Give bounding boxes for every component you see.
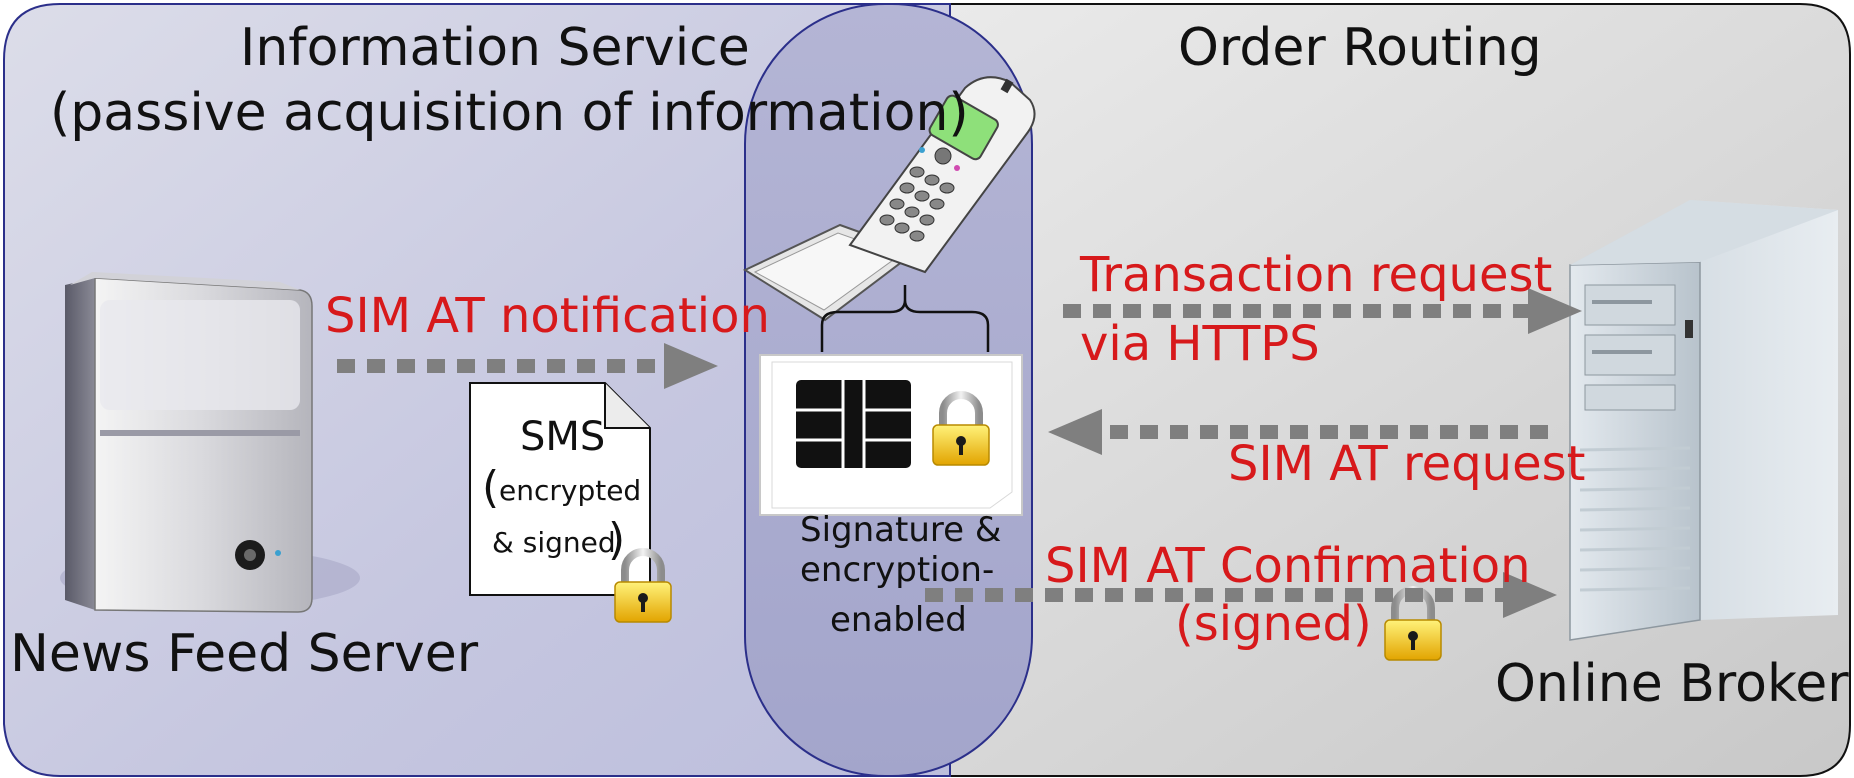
sms-note-paren-open: (: [482, 462, 500, 513]
right-region-title: Order Routing: [1178, 18, 1542, 78]
news-feed-server-label: News Feed Server: [10, 624, 479, 684]
online-broker-label: Online Broker: [1495, 654, 1849, 714]
sim-brace: [820, 285, 990, 352]
sim-request-label: SIM AT request: [1228, 436, 1586, 492]
confirmation-label-line1: SIM AT Confirmation: [1045, 538, 1531, 594]
confirmation-label-line2: (signed): [1175, 596, 1372, 652]
sim-caption-line1: Signature &: [800, 510, 1002, 550]
sms-note-line2: & signed: [492, 526, 616, 559]
confirmation-arrow: [925, 572, 1557, 618]
notification-arrow: [337, 343, 718, 389]
left-region-title: Information Service: [240, 18, 750, 78]
sms-note-paren-close: ): [608, 514, 626, 565]
transaction-label-line2: via HTTPS: [1080, 316, 1320, 372]
sms-note-title: SMS: [520, 414, 606, 460]
mobile-phone-icon: [742, 76, 1036, 322]
transaction-arrow: [1063, 288, 1582, 334]
online-broker-icon: [1569, 200, 1838, 641]
transaction-label-line1: Transaction request: [1080, 247, 1553, 303]
sms-note-icon: [469, 382, 651, 596]
sim-request-arrow: [1048, 409, 1548, 455]
sms-note-line1: encrypted: [499, 474, 642, 507]
left-region-subtitle: (passive acquisition of information): [50, 83, 969, 143]
notification-label: SIM AT notification: [325, 288, 770, 344]
sim-caption-line3: enabled: [830, 600, 967, 640]
news-feed-server-icon: [60, 272, 360, 613]
sim-caption-line2: encryption-: [800, 550, 995, 590]
